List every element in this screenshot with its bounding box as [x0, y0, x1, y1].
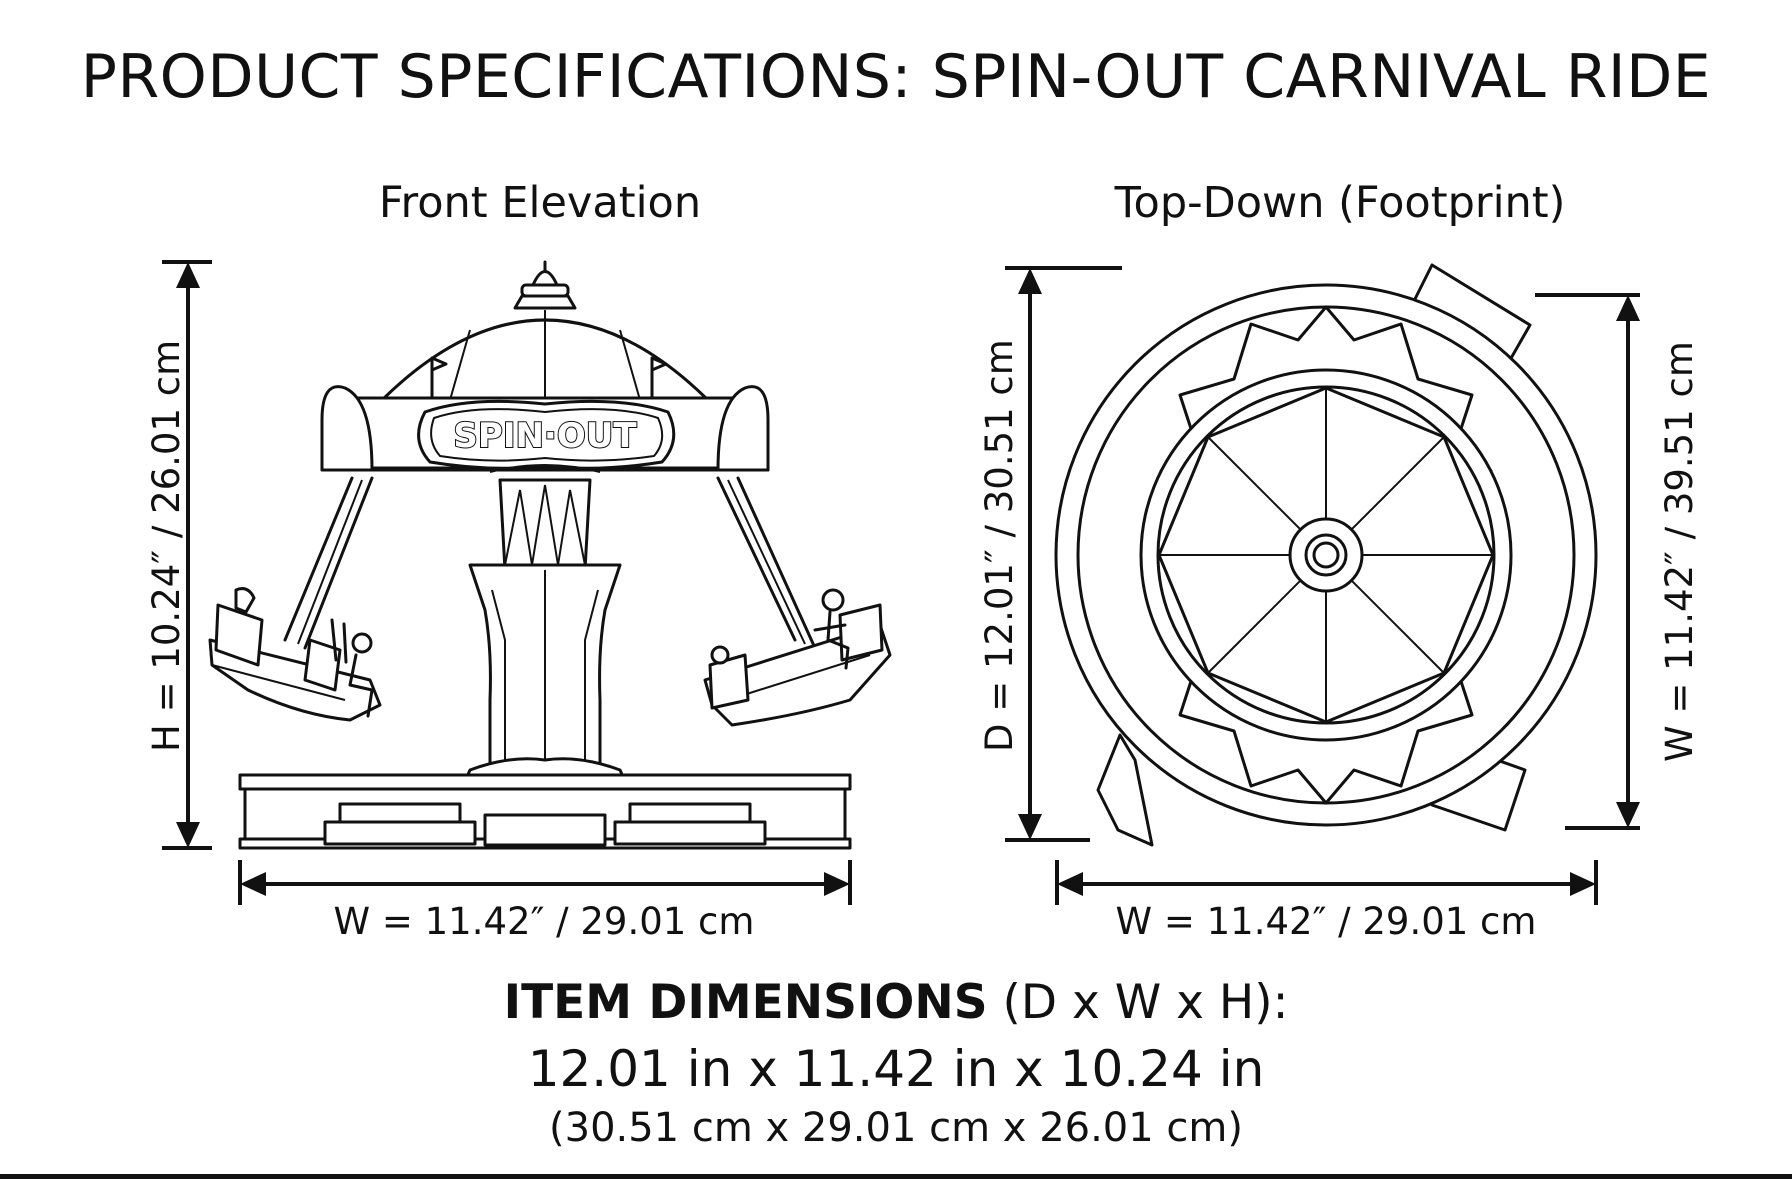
- front-height-label: H = 10.24″ / 26.01 cm: [145, 339, 188, 752]
- top-width-dimension-line: [1055, 860, 1598, 905]
- front-width-label: W = 11.42″ / 29.01 cm: [333, 900, 755, 943]
- left-gondola: [208, 587, 382, 722]
- front-width-dimension-line: [238, 860, 852, 905]
- item-dimensions-heading: ITEM DIMENSIONS (D x W x H):: [0, 975, 1792, 1030]
- top-side-width-label: W = 11.42″ / 39.51 cm: [1658, 341, 1701, 762]
- front-elevation-title: Front Elevation: [378, 178, 702, 228]
- front-height-dimension-line: [162, 260, 212, 850]
- right-swing-arm: [716, 476, 817, 650]
- center-hub: [1288, 517, 1364, 593]
- right-gondola: [703, 588, 892, 727]
- item-dimensions-heading-rest: (D x W x H):: [987, 975, 1289, 1030]
- top-width-label: W = 11.42″ / 29.01 cm: [1115, 900, 1537, 943]
- base-platform: [238, 773, 852, 850]
- left-swing-arm: [283, 476, 374, 650]
- item-dimensions-metric: (30.51 cm x 29.01 cm x 26.01 cm): [549, 1105, 1243, 1151]
- spin-out-sign: SPIN·OUT: [417, 399, 676, 473]
- item-dimensions-imperial: 12.01 in x 11.42 in x 10.24 in: [527, 1040, 1265, 1098]
- right-end-cap: [716, 385, 770, 472]
- top-side-width-dimension-line: [1535, 293, 1640, 830]
- item-dimensions-heading-bold: ITEM DIMENSIONS: [503, 975, 988, 1030]
- top-down-drawing: [1005, 263, 1640, 905]
- left-end-cap: [320, 385, 374, 472]
- top-finial: [513, 260, 577, 310]
- front-elevation-drawing: SPIN·OUT: [162, 260, 892, 905]
- top-depth-label: D = 12.01″ / 30.51 cm: [978, 339, 1021, 752]
- page-title: PRODUCT SPECIFICATIONS: SPIN-OUT CARNIVA…: [80, 42, 1712, 112]
- spin-out-sign-text: SPIN·OUT: [453, 416, 637, 456]
- top-down-title: Top-Down (Footprint): [1114, 178, 1566, 228]
- top-depth-dimension-line: [1005, 266, 1122, 842]
